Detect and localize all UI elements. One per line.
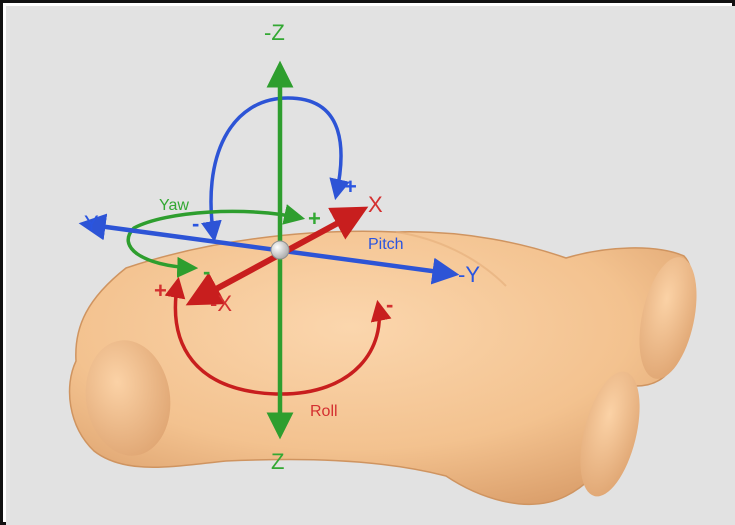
neg-y-label: -Y [458, 262, 480, 287]
yaw-plus-sign: + [308, 206, 321, 231]
pos-x-label: X [368, 192, 383, 217]
foot-model-icon [70, 231, 707, 504]
origin-sphere-icon [271, 241, 289, 259]
pitch-label: Pitch [368, 236, 404, 253]
pitch-minus-sign: - [192, 211, 199, 236]
yaw-minus-sign: - [203, 259, 210, 284]
pos-z-label: Z [271, 449, 284, 474]
pos-y-label: Y [84, 211, 99, 236]
pitch-plus-sign: + [344, 174, 357, 199]
neg-z-label: -Z [264, 20, 285, 45]
roll-label: Roll [310, 403, 338, 420]
neg-x-label: -X [210, 291, 232, 316]
axes-diagram: -Z Z Y -Y X -X Yaw + - Pitch + - Roll + … [6, 6, 735, 525]
yaw-label: Yaw [159, 197, 189, 214]
roll-plus-sign: + [154, 278, 167, 303]
roll-minus-sign: - [386, 292, 393, 317]
